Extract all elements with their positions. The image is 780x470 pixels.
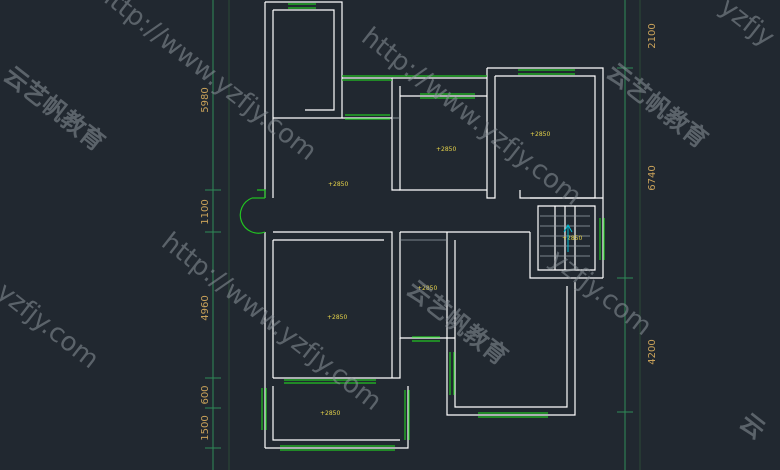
windows [261,3,605,451]
walls [264,1,604,449]
elevation-label: +2850 [530,131,550,138]
elevation-labels: +2850 +2850 +2850 +2850 +2850 +2850 +285… [320,131,582,417]
partition-lines [392,117,590,257]
dim-left-600: 600 [200,385,211,404]
dimensions-left: 5980 1100 4960 600 1500 [200,87,211,440]
watermark-url-short: yzfjy.com [0,277,104,375]
watermark-brand: 云艺帆教育 [601,58,713,154]
elevation-label: +2850 [562,235,582,242]
elevation-label: +2850 [436,146,456,153]
watermark-url: http://www.yzfjy.com [156,227,387,417]
dim-right-6740: 6740 [647,165,658,190]
elevation-label: +2850 [417,285,437,292]
watermark-url: http://www.yzfjy.com [356,22,587,212]
elevation-label: +2850 [320,410,340,417]
dim-left-5980: 5980 [200,87,211,112]
dim-left-1100: 1100 [200,199,211,224]
elevation-label: +2850 [328,181,348,188]
dimension-lines [205,0,641,470]
watermark-brand: 云艺帆教育 [0,61,110,157]
dim-right-4200: 4200 [647,339,658,364]
elevation-label: +2850 [327,314,347,321]
watermark-brand-fragment: 云 [734,408,770,445]
dim-left-1500: 1500 [200,415,211,440]
dimensions-right: 2100 6740 4200 [647,23,658,364]
watermark-brand: 云艺帆教育 [401,275,513,371]
dim-right-2100: 2100 [647,23,658,48]
stair-arrow [563,223,573,252]
watermark-url: http://www.yzfjy.com [91,0,322,167]
entry-door[interactable] [239,189,266,234]
watermark-url-fragment: yzfjy [714,0,780,53]
dim-left-4960: 4960 [200,295,211,320]
